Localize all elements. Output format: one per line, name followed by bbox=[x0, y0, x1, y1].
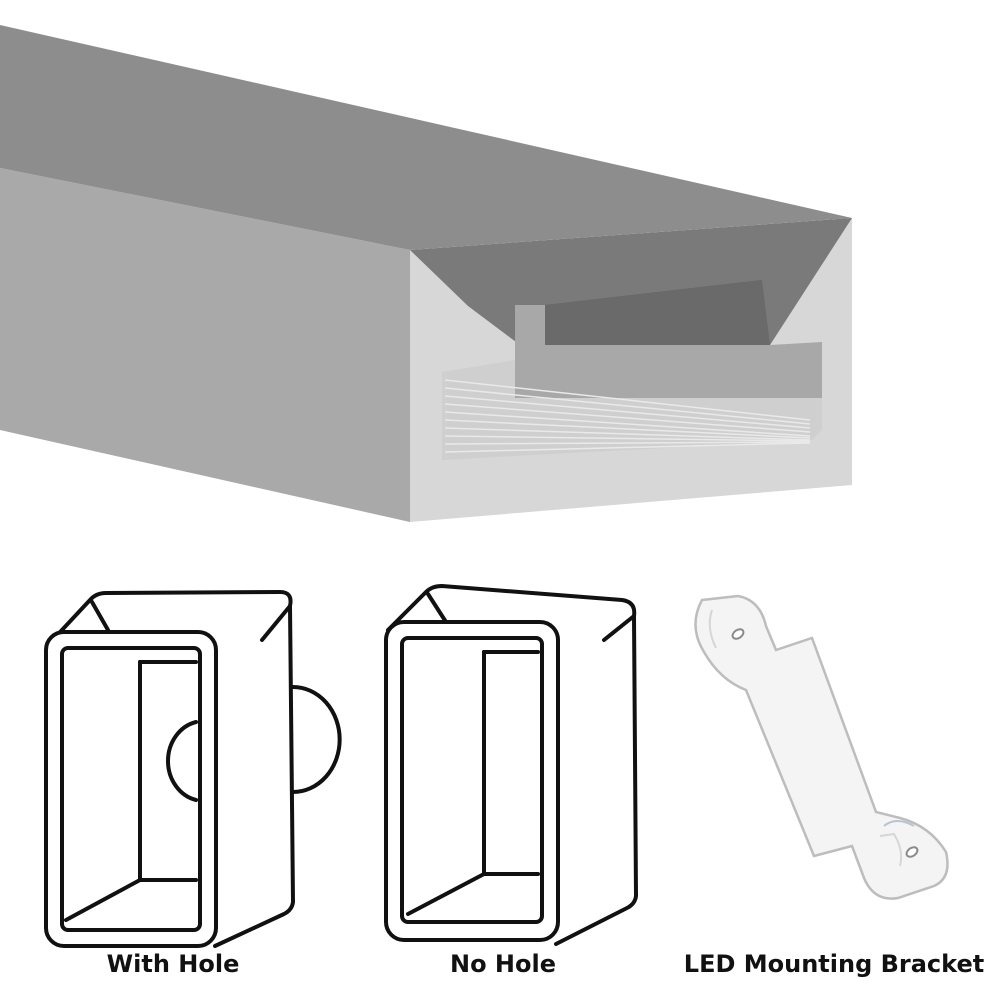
end-cap-no-hole-icon bbox=[384, 584, 638, 946]
caption-no-hole: No Hole bbox=[449, 950, 557, 978]
led-cavity bbox=[442, 360, 822, 460]
profile-top-face bbox=[0, 25, 852, 250]
caption-with-hole: With Hole bbox=[106, 950, 240, 978]
led-strip-lines bbox=[444, 379, 811, 453]
caption-led-mounting-bracket: LED Mounting Bracket bbox=[683, 950, 985, 978]
bracket-hole-top bbox=[731, 628, 745, 640]
channel-ledge-top bbox=[545, 280, 770, 345]
profile-side-face bbox=[0, 168, 410, 522]
bracket-hole-bottom bbox=[905, 846, 919, 858]
mounting-bracket-icon bbox=[694, 594, 949, 900]
end-cap-with-hole-icon bbox=[44, 590, 342, 948]
channel-ledge bbox=[515, 305, 822, 398]
silicone-neon-profile bbox=[0, 25, 852, 522]
